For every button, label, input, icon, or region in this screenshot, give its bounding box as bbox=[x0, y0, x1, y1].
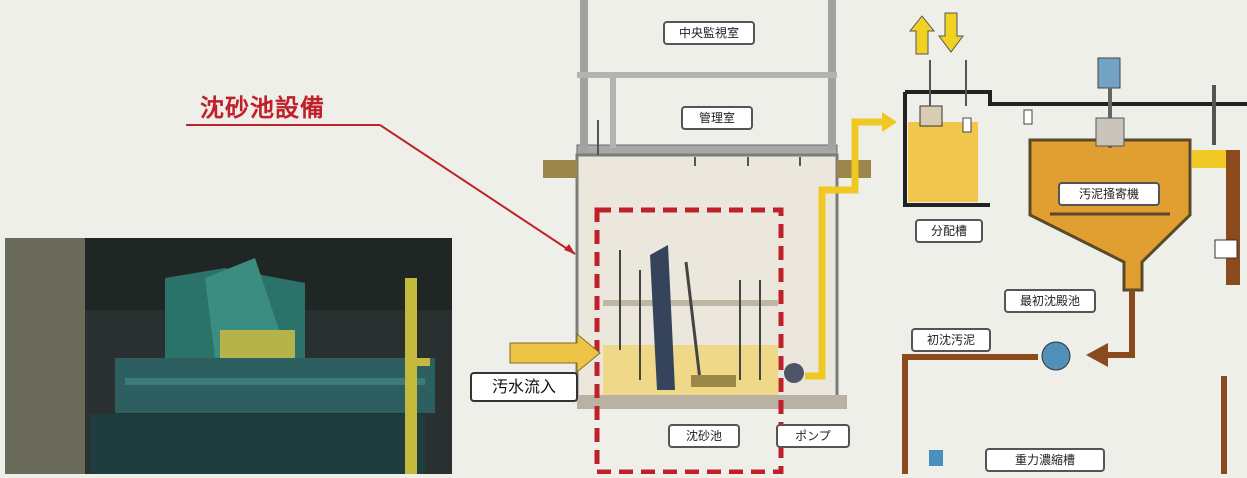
callout-line bbox=[186, 124, 576, 255]
inflow-arrow bbox=[509, 332, 601, 374]
grit-chamber-highlight bbox=[594, 207, 784, 475]
grit-chamber-photo bbox=[5, 238, 452, 474]
primary-sludge-label: 初沈汚泥 bbox=[911, 328, 991, 352]
ventilation-arrows-icon bbox=[908, 12, 964, 55]
sludge-pipe bbox=[1108, 290, 1135, 358]
yellow-pipe-to-distribution bbox=[805, 118, 882, 380]
primary-settling-tank-label: 最初沈殿池 bbox=[1004, 289, 1096, 313]
treatment-structure bbox=[902, 57, 1247, 474]
gravity-thickener-label: 重力濃縮槽 bbox=[985, 448, 1105, 472]
distribution-tank-label: 分配槽 bbox=[915, 219, 983, 243]
sewage-inflow-label: 汚水流入 bbox=[470, 372, 578, 402]
grit-chamber-label: 沈砂池 bbox=[668, 424, 740, 448]
management-room-label: 管理室 bbox=[681, 106, 753, 130]
sludge-collector-label: 汚泥掻寄機 bbox=[1058, 182, 1160, 206]
central-monitoring-room-label: 中央監視室 bbox=[663, 21, 755, 45]
pump-label: ポンプ bbox=[776, 424, 850, 448]
section-title: 沈砂池設備 bbox=[200, 94, 325, 122]
